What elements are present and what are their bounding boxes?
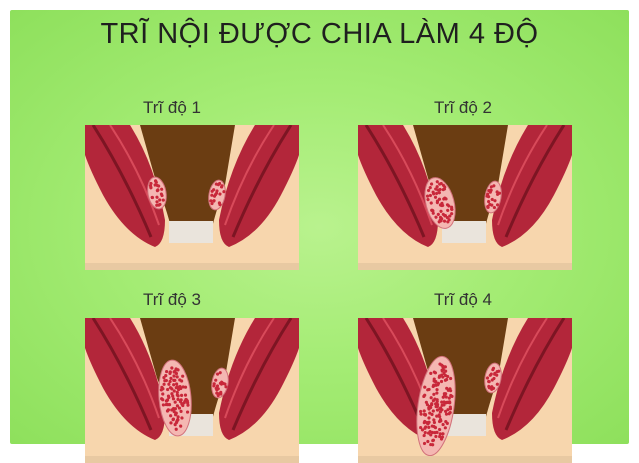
panel-label-grade-1: Trĩ độ 1 — [72, 98, 272, 118]
panel-label-grade-3: Trĩ độ 3 — [72, 290, 272, 310]
illustration-grade-2 — [358, 125, 572, 270]
illustration-grade-3 — [85, 318, 299, 463]
anal-opening — [169, 221, 213, 243]
panel-bottom-edge — [358, 456, 572, 463]
panel-grade-3 — [85, 318, 299, 463]
panel-bottom-edge — [358, 263, 572, 270]
illustration-grade-1 — [85, 125, 299, 270]
diagram-title: TRĨ NỘI ĐƯỢC CHIA LÀM 4 ĐỘ — [0, 18, 639, 51]
panel-bottom-edge — [85, 456, 299, 463]
panel-grade-1 — [85, 125, 299, 270]
panel-grade-2 — [358, 125, 572, 270]
illustration-grade-4 — [358, 318, 572, 463]
panel-grade-4 — [358, 318, 572, 463]
panel-label-grade-4: Trĩ độ 4 — [363, 290, 563, 310]
panel-bottom-edge — [85, 263, 299, 270]
panel-label-grade-2: Trĩ độ 2 — [363, 98, 563, 118]
